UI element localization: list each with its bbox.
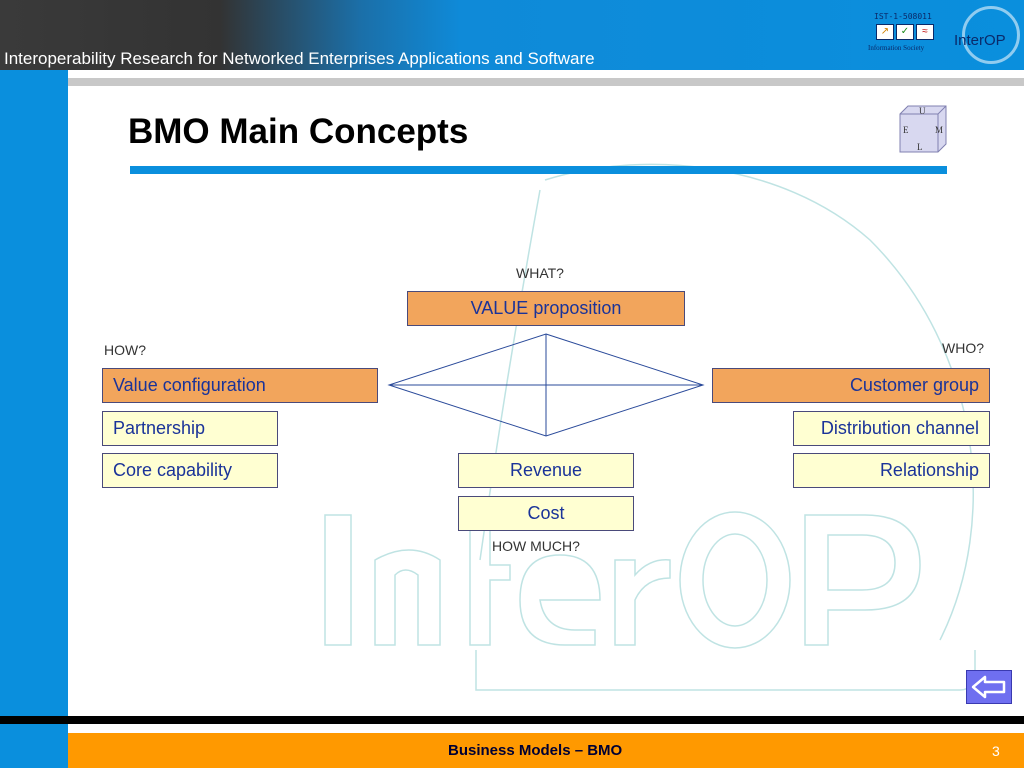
value-proposition-box: VALUE proposition: [407, 291, 685, 326]
header-banner: Interoperability Research for Networked …: [0, 0, 1024, 70]
relationship-box: Relationship: [793, 453, 990, 488]
back-arrow-icon: [971, 675, 1006, 699]
cube-letter-left: E: [903, 125, 909, 135]
uelm-cube-icon: U E M L: [899, 105, 947, 153]
ist-label: IST-1-508011: [874, 12, 932, 21]
how-label: HOW?: [104, 342, 146, 358]
interop-swoosh-icon: [962, 6, 1020, 64]
footer-text: Business Models – BMO: [448, 742, 623, 759]
title-underline: [130, 166, 947, 174]
interop-logo: InterOP: [954, 32, 1006, 49]
distribution-channel-box: Distribution channel: [793, 411, 990, 446]
customer-group-box: Customer group: [712, 368, 990, 403]
footer-divider: [0, 716, 1024, 724]
cost-box: Cost: [458, 496, 634, 531]
core-capability-box: Core capability: [102, 453, 278, 488]
header-title: Interoperability Research for Networked …: [4, 49, 595, 68]
cube-letter-right: M: [935, 125, 943, 135]
page-number: 3: [992, 743, 1000, 759]
info-society-label: Information Society: [868, 44, 925, 52]
partnership-box: Partnership: [102, 411, 278, 446]
header-divider: [68, 78, 1024, 86]
back-button[interactable]: [966, 670, 1012, 704]
footer-bar: Business Models – BMO 3: [68, 733, 1024, 768]
how-much-label: HOW MUCH?: [492, 538, 580, 554]
what-label: WHAT?: [516, 265, 564, 281]
cube-letter-top: U: [919, 106, 926, 116]
cube-letter-bottom: L: [917, 142, 923, 152]
revenue-box: Revenue: [458, 453, 634, 488]
ist-logo-icon: ↗ ✓ ≈: [876, 24, 934, 40]
who-label: WHO?: [942, 340, 984, 356]
left-sidebar-bar: [0, 70, 68, 768]
value-configuration-box: Value configuration: [102, 368, 378, 403]
header-logos: IST-1-508011 ↗ ✓ ≈ Information Society I…: [862, 4, 1024, 66]
slide-title: BMO Main Concepts: [128, 112, 469, 151]
